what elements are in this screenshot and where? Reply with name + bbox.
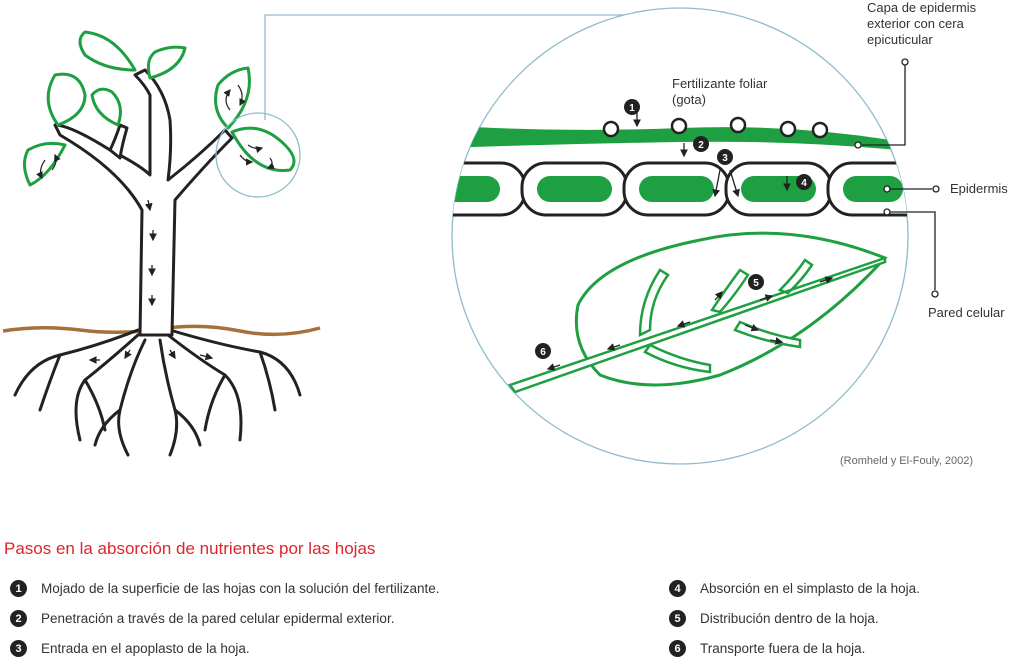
absorption-arrows <box>633 112 791 198</box>
step-item-4: 4 Absorción en el simplasto de la hoja. <box>669 580 920 597</box>
vein-arrows <box>546 276 834 371</box>
fertilizer-drop-label: Fertilizante foliar (gota) <box>672 76 768 107</box>
step-text: Absorción en el simplasto de la hoja. <box>700 581 920 596</box>
svg-text:2: 2 <box>698 140 704 151</box>
step-item-6: 6 Transporte fuera de la hoja. <box>669 640 865 657</box>
steps-title: Pasos en la absorción de nutrientes por … <box>4 539 376 558</box>
svg-text:1: 1 <box>629 103 635 114</box>
svg-text:3: 3 <box>722 153 728 164</box>
step-badge-3: 3 <box>717 149 733 165</box>
leaf-arrows <box>36 84 275 180</box>
step-number: 3 <box>10 640 27 657</box>
step-item-5: 5 Distribución dentro de la hoja. <box>669 610 879 627</box>
fertilizer-droplets <box>602 116 829 139</box>
step-item-2: 2 Penetración a través de la pared celula… <box>10 610 394 627</box>
zoom-circle <box>451 7 909 465</box>
step-badge-4: 4 <box>796 174 812 190</box>
step-badge-2: 2 <box>693 136 709 152</box>
step-text: Entrada en el apoplasto de la hoja. <box>41 641 250 656</box>
svg-text:5: 5 <box>753 278 759 289</box>
step-number: 2 <box>10 610 27 627</box>
tree-leaves <box>23 30 296 187</box>
step-item-1: 1 Mojado de la superficie de las hojas co… <box>10 580 439 597</box>
step-text: Distribución dentro de la hoja. <box>700 611 879 626</box>
step-number: 5 <box>669 610 686 627</box>
step-badge-1: 1 <box>624 99 640 115</box>
step-badge-6: 6 <box>535 343 551 359</box>
step-number: 6 <box>669 640 686 657</box>
leader-lines <box>854 58 940 298</box>
step-badge-5: 5 <box>748 274 764 290</box>
trunk-arrows <box>88 199 214 364</box>
epicuticular-layer-label: Capa de epidermis exterior con cera epic… <box>867 0 977 47</box>
citation: (Romheld y El-Fouly, 2002) <box>840 455 974 467</box>
step-text: Mojado de la superficie de las hojas con… <box>41 581 440 596</box>
roots <box>13 328 302 457</box>
step-text: Penetración a través de la pared celular… <box>41 611 395 626</box>
svg-text:6: 6 <box>540 347 546 358</box>
svg-text:4: 4 <box>801 178 807 189</box>
cell-wall-label: Pared celular <box>928 305 1005 320</box>
epidermis-label: Epidermis <box>950 181 1008 196</box>
leaf-absorption-diagram: 1 2 3 4 5 6 <box>2 7 940 465</box>
cuticle-layer <box>452 125 908 152</box>
leaf-vein <box>508 256 887 394</box>
zoom-source-circle <box>215 112 301 198</box>
step-text: Transporte fuera de la hoja. <box>700 641 866 656</box>
step-number: 4 <box>669 580 686 597</box>
step-item-3: 3 Entrada en el apoplasto de la hoja. <box>10 640 250 657</box>
step-number: 1 <box>10 580 27 597</box>
